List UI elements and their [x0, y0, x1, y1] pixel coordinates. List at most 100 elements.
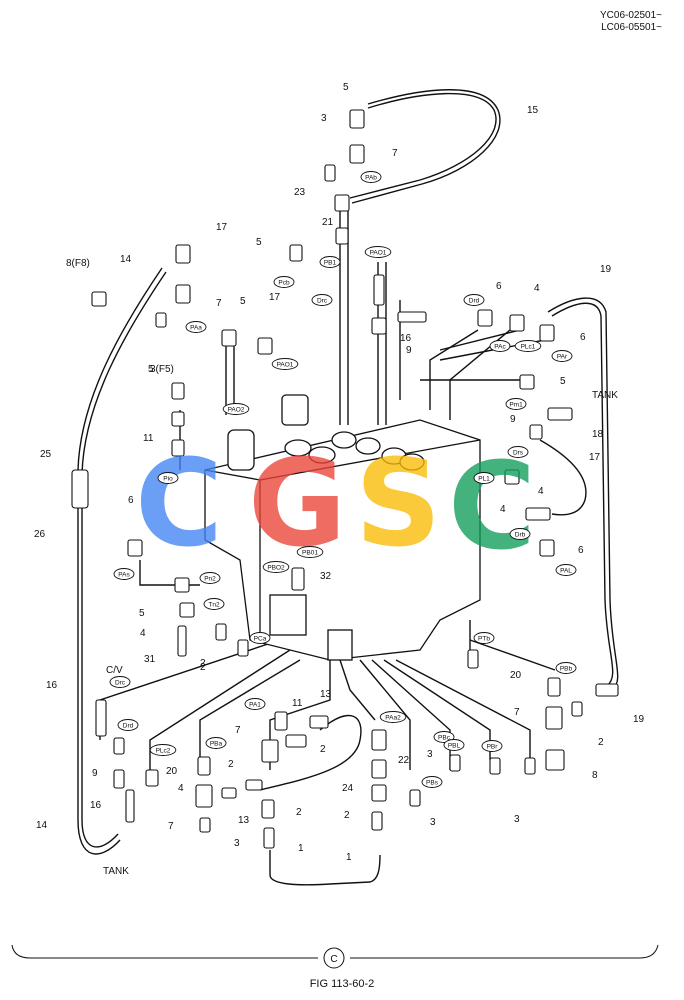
port-tag-text: PBL — [448, 742, 461, 749]
port-tag-text: Pm1 — [509, 401, 523, 408]
port-tag: Drb — [509, 528, 531, 540]
hose-lines — [77, 89, 619, 886]
part-number-label: 11 — [292, 698, 303, 709]
port-tag: Drd — [463, 294, 485, 306]
part-number-label: 6 — [578, 545, 584, 556]
port-tag-text: PBO2 — [267, 564, 285, 571]
part-number-label: 3 — [321, 113, 327, 124]
port-tag: PBa — [205, 737, 227, 749]
port-tag-text: PAr — [557, 353, 568, 360]
part-number-label: 19 — [633, 714, 645, 725]
port-tag-text: Pcb — [278, 279, 290, 286]
port-tag: PBO2 — [262, 561, 290, 573]
part-number-label: 2 — [344, 810, 350, 821]
serial-number-1: YC06-02501~ — [600, 10, 662, 21]
part-number-label: 18 — [592, 429, 604, 440]
part-number-label: 3 — [427, 749, 433, 760]
port-tag: PAa — [185, 321, 207, 333]
section-mark: C — [330, 954, 337, 965]
part-number-label: 6 — [580, 332, 586, 343]
port-tag-text: PCa — [254, 635, 267, 642]
port-tag: PLc2 — [149, 744, 177, 756]
part-number-label: 6 — [128, 495, 134, 506]
port-tag-text: Pio — [163, 475, 173, 482]
figure-caption: FIG 113-60-2 — [309, 978, 375, 990]
tank-label-bottom: TANK — [103, 866, 129, 877]
part-number-label: 4 — [534, 283, 540, 294]
part-number-label: 7 — [392, 148, 398, 159]
part-number-label: 19 — [600, 264, 612, 275]
port-tag: Pcb — [273, 276, 295, 288]
port-tag: PBs — [421, 776, 443, 788]
part-number-label: 7 — [216, 298, 222, 309]
section-divider — [11, 944, 659, 969]
port-tag-text: PAO2 — [228, 406, 245, 413]
port-tag-text: PL1 — [478, 475, 490, 482]
part-number-label: 1 — [298, 843, 304, 854]
part-number-label: 20 — [510, 670, 522, 681]
part-number-label: 1 — [346, 852, 352, 863]
part-number-label: 5 — [256, 237, 262, 248]
port-tag: PBr — [481, 740, 503, 752]
port-tag-text: PB1 — [324, 259, 337, 266]
part-number-label: 4 — [140, 628, 146, 639]
port-tag-text: PTb — [478, 635, 490, 642]
part-number-label: 5 — [343, 82, 349, 93]
watermark: C G S C — [135, 435, 536, 577]
part-number-label: 5 — [240, 296, 246, 307]
part-number-label: 7 — [514, 707, 520, 718]
port-tag-text: PAb — [365, 174, 377, 181]
port-tag-text: Drc — [317, 297, 328, 304]
part-number-label: 9 — [92, 768, 98, 779]
part-number-label: 5 — [560, 376, 566, 387]
port-tag-text: PAL — [560, 567, 572, 574]
port-tag-text: PLc1 — [521, 343, 536, 350]
port-tag: PAO1 — [271, 358, 299, 370]
part-number-label: 3 — [514, 814, 520, 825]
part-number-label: 9 — [510, 414, 516, 425]
port-tag-text: PAa2 — [385, 714, 401, 721]
serial-number-2: LC06-05501~ — [601, 22, 662, 33]
port-tag-text: PAa — [190, 324, 202, 331]
port-tag: PCa — [249, 632, 271, 644]
part-number-label: 5 — [139, 608, 145, 619]
part-number-label: 13 — [238, 815, 250, 826]
part-number-label: 3(F5) — [150, 364, 174, 375]
part-number-label: 14 — [36, 820, 48, 831]
part-number-label: 7 — [235, 725, 241, 736]
part-number-label: 14 — [120, 254, 132, 265]
port-tag: Drc — [311, 294, 333, 306]
part-number-label: 17 — [216, 222, 228, 233]
port-tag: Drd — [117, 719, 139, 731]
port-tag-text: Drc — [115, 679, 126, 686]
part-number-label: 16 — [90, 800, 102, 811]
part-number-label: 7 — [168, 821, 174, 832]
part-number-label: 3 — [234, 838, 240, 849]
port-tag-text: PAs — [118, 571, 130, 578]
watermark-letter-4: C — [448, 438, 536, 577]
part-number-label: 20 — [166, 766, 178, 777]
part-number-label: 2 — [228, 759, 234, 770]
part-number-label: 2 — [200, 662, 206, 673]
part-number-label: 3 — [430, 817, 436, 828]
watermark-letter-3: S — [355, 435, 441, 574]
part-number-label: 17 — [589, 452, 601, 463]
port-tag: PAb — [360, 171, 382, 183]
part-number-label: 4 — [538, 486, 544, 497]
port-tag-text: PAO1 — [370, 249, 387, 256]
port-tag-text: Tn2 — [208, 601, 220, 608]
port-tag-text: PA1 — [249, 701, 261, 708]
port-tag-text: PBa — [210, 740, 223, 747]
port-tag: Tn2 — [203, 598, 225, 610]
part-number-label: 16 — [400, 333, 412, 344]
part-number-label: 15 — [527, 105, 539, 116]
part-number-label: 4 — [178, 783, 184, 794]
part-number-label: 8 — [592, 770, 598, 781]
part-number-label: 16 — [46, 680, 58, 691]
port-tag: PAL — [555, 564, 577, 576]
port-tag: PBL — [443, 739, 465, 751]
port-tag: PL1 — [473, 472, 495, 484]
